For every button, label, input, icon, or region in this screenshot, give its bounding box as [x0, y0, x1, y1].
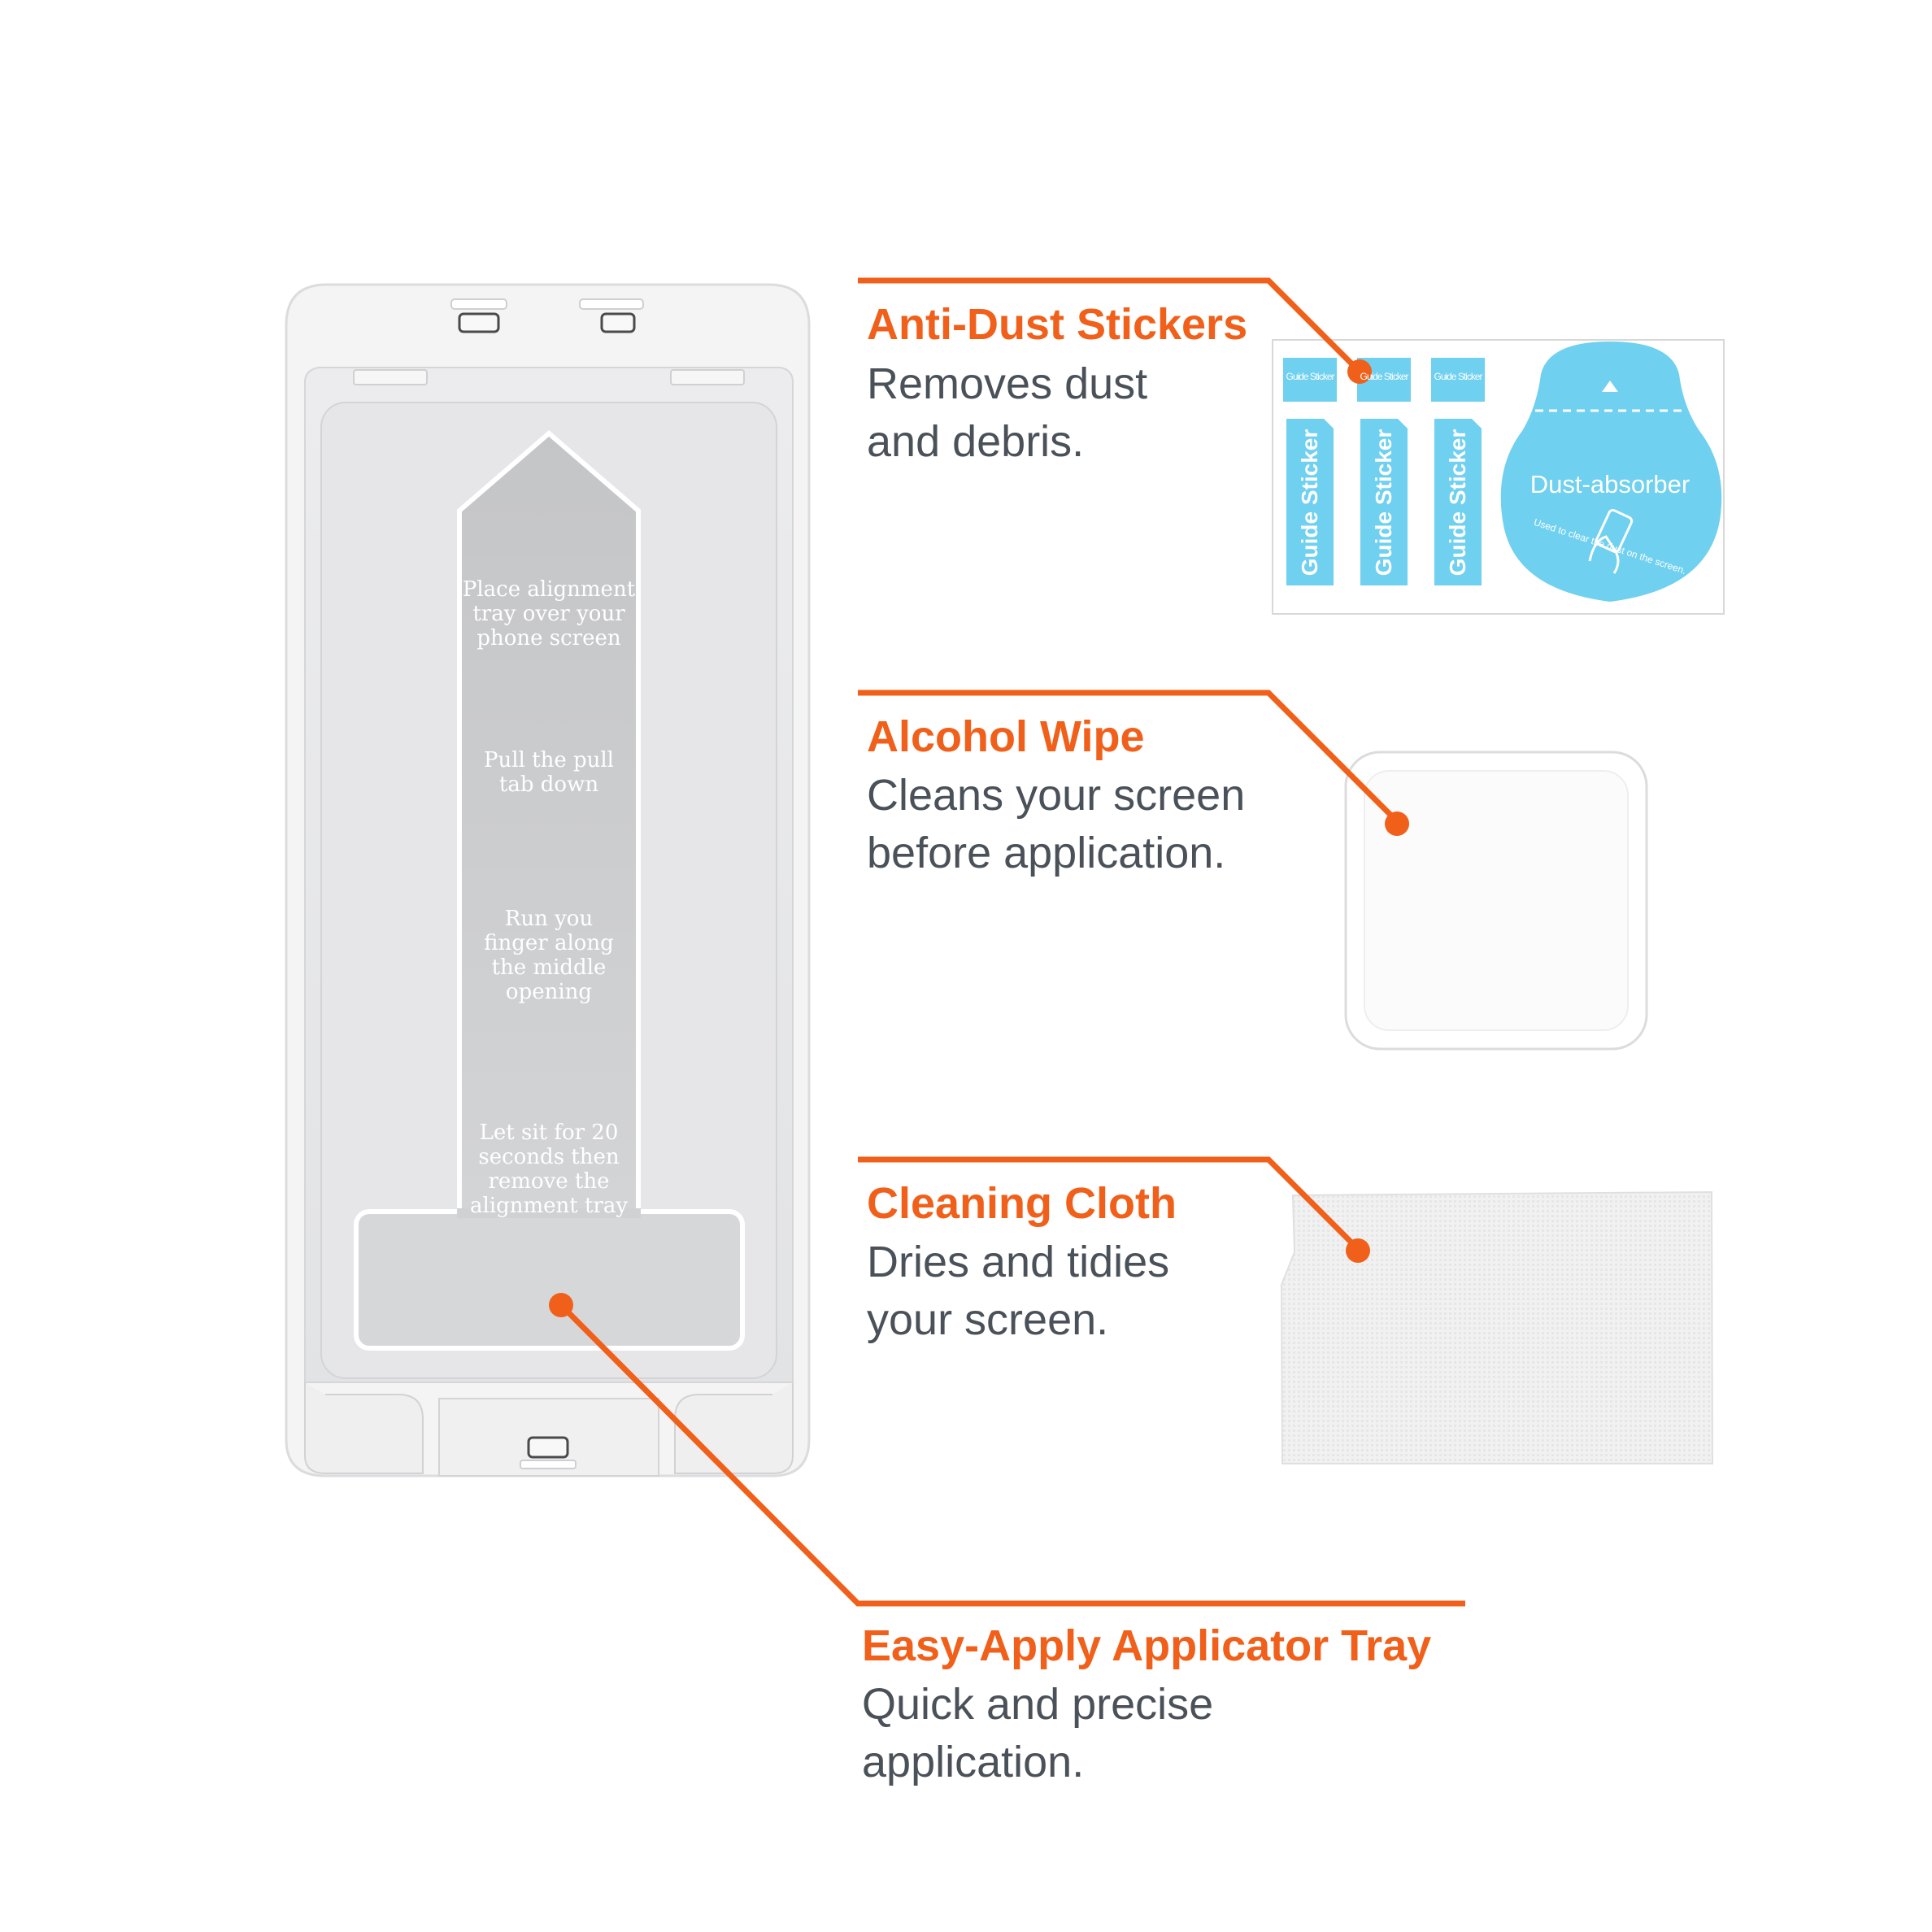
leader-dots [549, 359, 1409, 1317]
guide-sticker-2 [1357, 358, 1411, 585]
applicator-tray [285, 283, 811, 1477]
callout-title: Easy-Apply Applicator Tray [862, 1621, 1432, 1670]
alcohol-wipe [1344, 751, 1648, 1051]
guide-sticker-top-label-1: Guide Sticker [1286, 371, 1334, 382]
callout-title: Anti-Dust Stickers [867, 300, 1248, 349]
cleaning-cloth [1280, 1190, 1714, 1464]
arrow-up-icon [1602, 381, 1618, 392]
guide-sticker-top-label-3: Guide Sticker [1434, 371, 1482, 382]
leader-lines [559, 277, 1465, 1607]
guide-sticker-3 [1431, 358, 1485, 585]
dust-absorber-label: Dust-absorber [1530, 470, 1690, 498]
guide-sticker-top-label-2: Guide Sticker [1360, 371, 1408, 382]
callout-title: Alcohol Wipe [867, 712, 1145, 761]
dust-absorber-sticker [1500, 342, 1722, 602]
guide-sticker-1 [1283, 358, 1337, 585]
sticker-sheet [1272, 339, 1725, 615]
hand-wipe-icon [1588, 508, 1634, 574]
callout-title: Cleaning Cloth [867, 1179, 1177, 1228]
